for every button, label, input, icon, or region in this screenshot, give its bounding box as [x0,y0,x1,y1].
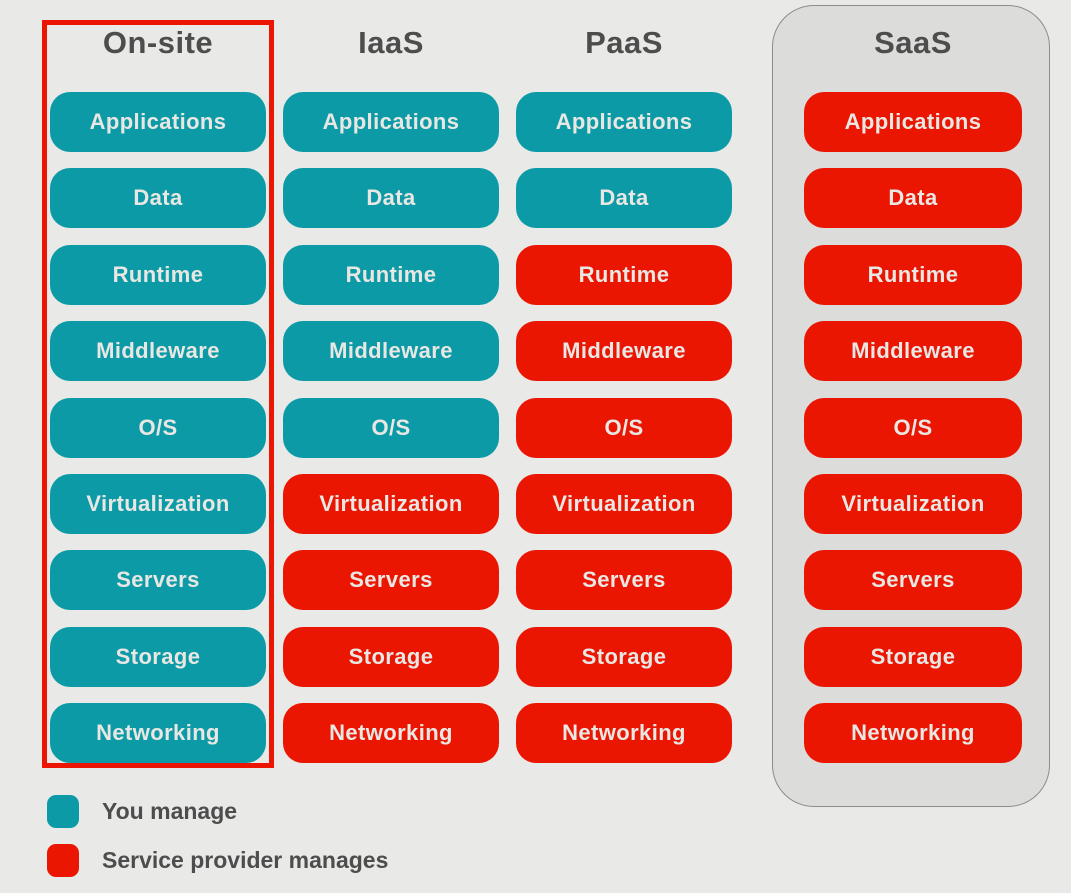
pill-paas-o-s: O/S [516,397,732,458]
pill-iaas-virtualization: Virtualization [283,474,499,534]
legend-item-provider-manages: Service provider manages [47,844,388,877]
legend-label-provider-manages: Service provider manages [102,847,389,873]
on-site-highlight-box [42,20,274,768]
pill-on-site-virtualization: Virtualization [50,474,266,534]
pill-saas-virtualization: Virtualization [804,474,1022,534]
pill-saas-middleware: Middleware [804,321,1022,382]
pill-paas-virtualization: Virtualization [516,474,732,534]
pill-saas-networking: Networking [804,703,1022,764]
pill-on-site-applications: Applications [50,92,266,152]
pill-iaas-middleware: Middleware [283,321,499,382]
pill-paas-storage: Storage [516,626,732,687]
column-header-paas: PaaS [585,25,663,60]
legend-label-you-manage: You manage [102,798,238,824]
pill-saas-applications: Applications [804,92,1022,152]
pill-saas-storage: Storage [804,626,1022,687]
pill-paas-middleware: Middleware [516,321,732,382]
pill-on-site-runtime: Runtime [50,244,266,305]
pill-on-site-o-s: O/S [50,397,266,458]
pill-on-site-middleware: Middleware [50,321,266,382]
legend-item-you-manage: You manage [47,795,237,828]
column-header-on-site: On-site [102,25,214,60]
pill-iaas-networking: Networking [283,703,499,764]
pill-saas-runtime: Runtime [804,244,1022,305]
column-header-saas: SaaS [874,25,952,60]
provider-manages-swatch [47,844,79,877]
pill-saas-o-s: O/S [804,397,1022,458]
pill-paas-applications: Applications [516,92,732,152]
pill-paas-data: Data [516,168,732,229]
pill-iaas-storage: Storage [283,626,499,687]
pill-iaas-o-s: O/S [283,397,499,458]
pill-paas-networking: Networking [516,703,732,764]
pill-on-site-servers: Servers [50,550,266,611]
pill-on-site-data: Data [50,168,266,229]
pill-on-site-networking: Networking [50,703,266,764]
pill-iaas-data: Data [283,168,499,229]
pill-iaas-runtime: Runtime [283,244,499,305]
you-manage-swatch [47,795,79,828]
pill-saas-data: Data [804,168,1022,229]
pill-paas-servers: Servers [516,550,732,611]
pill-iaas-applications: Applications [283,92,499,152]
column-header-iaas: IaaS [358,25,424,60]
pill-saas-servers: Servers [804,550,1022,611]
pill-on-site-storage: Storage [50,626,266,687]
pill-iaas-servers: Servers [283,550,499,611]
pill-paas-runtime: Runtime [516,244,732,305]
